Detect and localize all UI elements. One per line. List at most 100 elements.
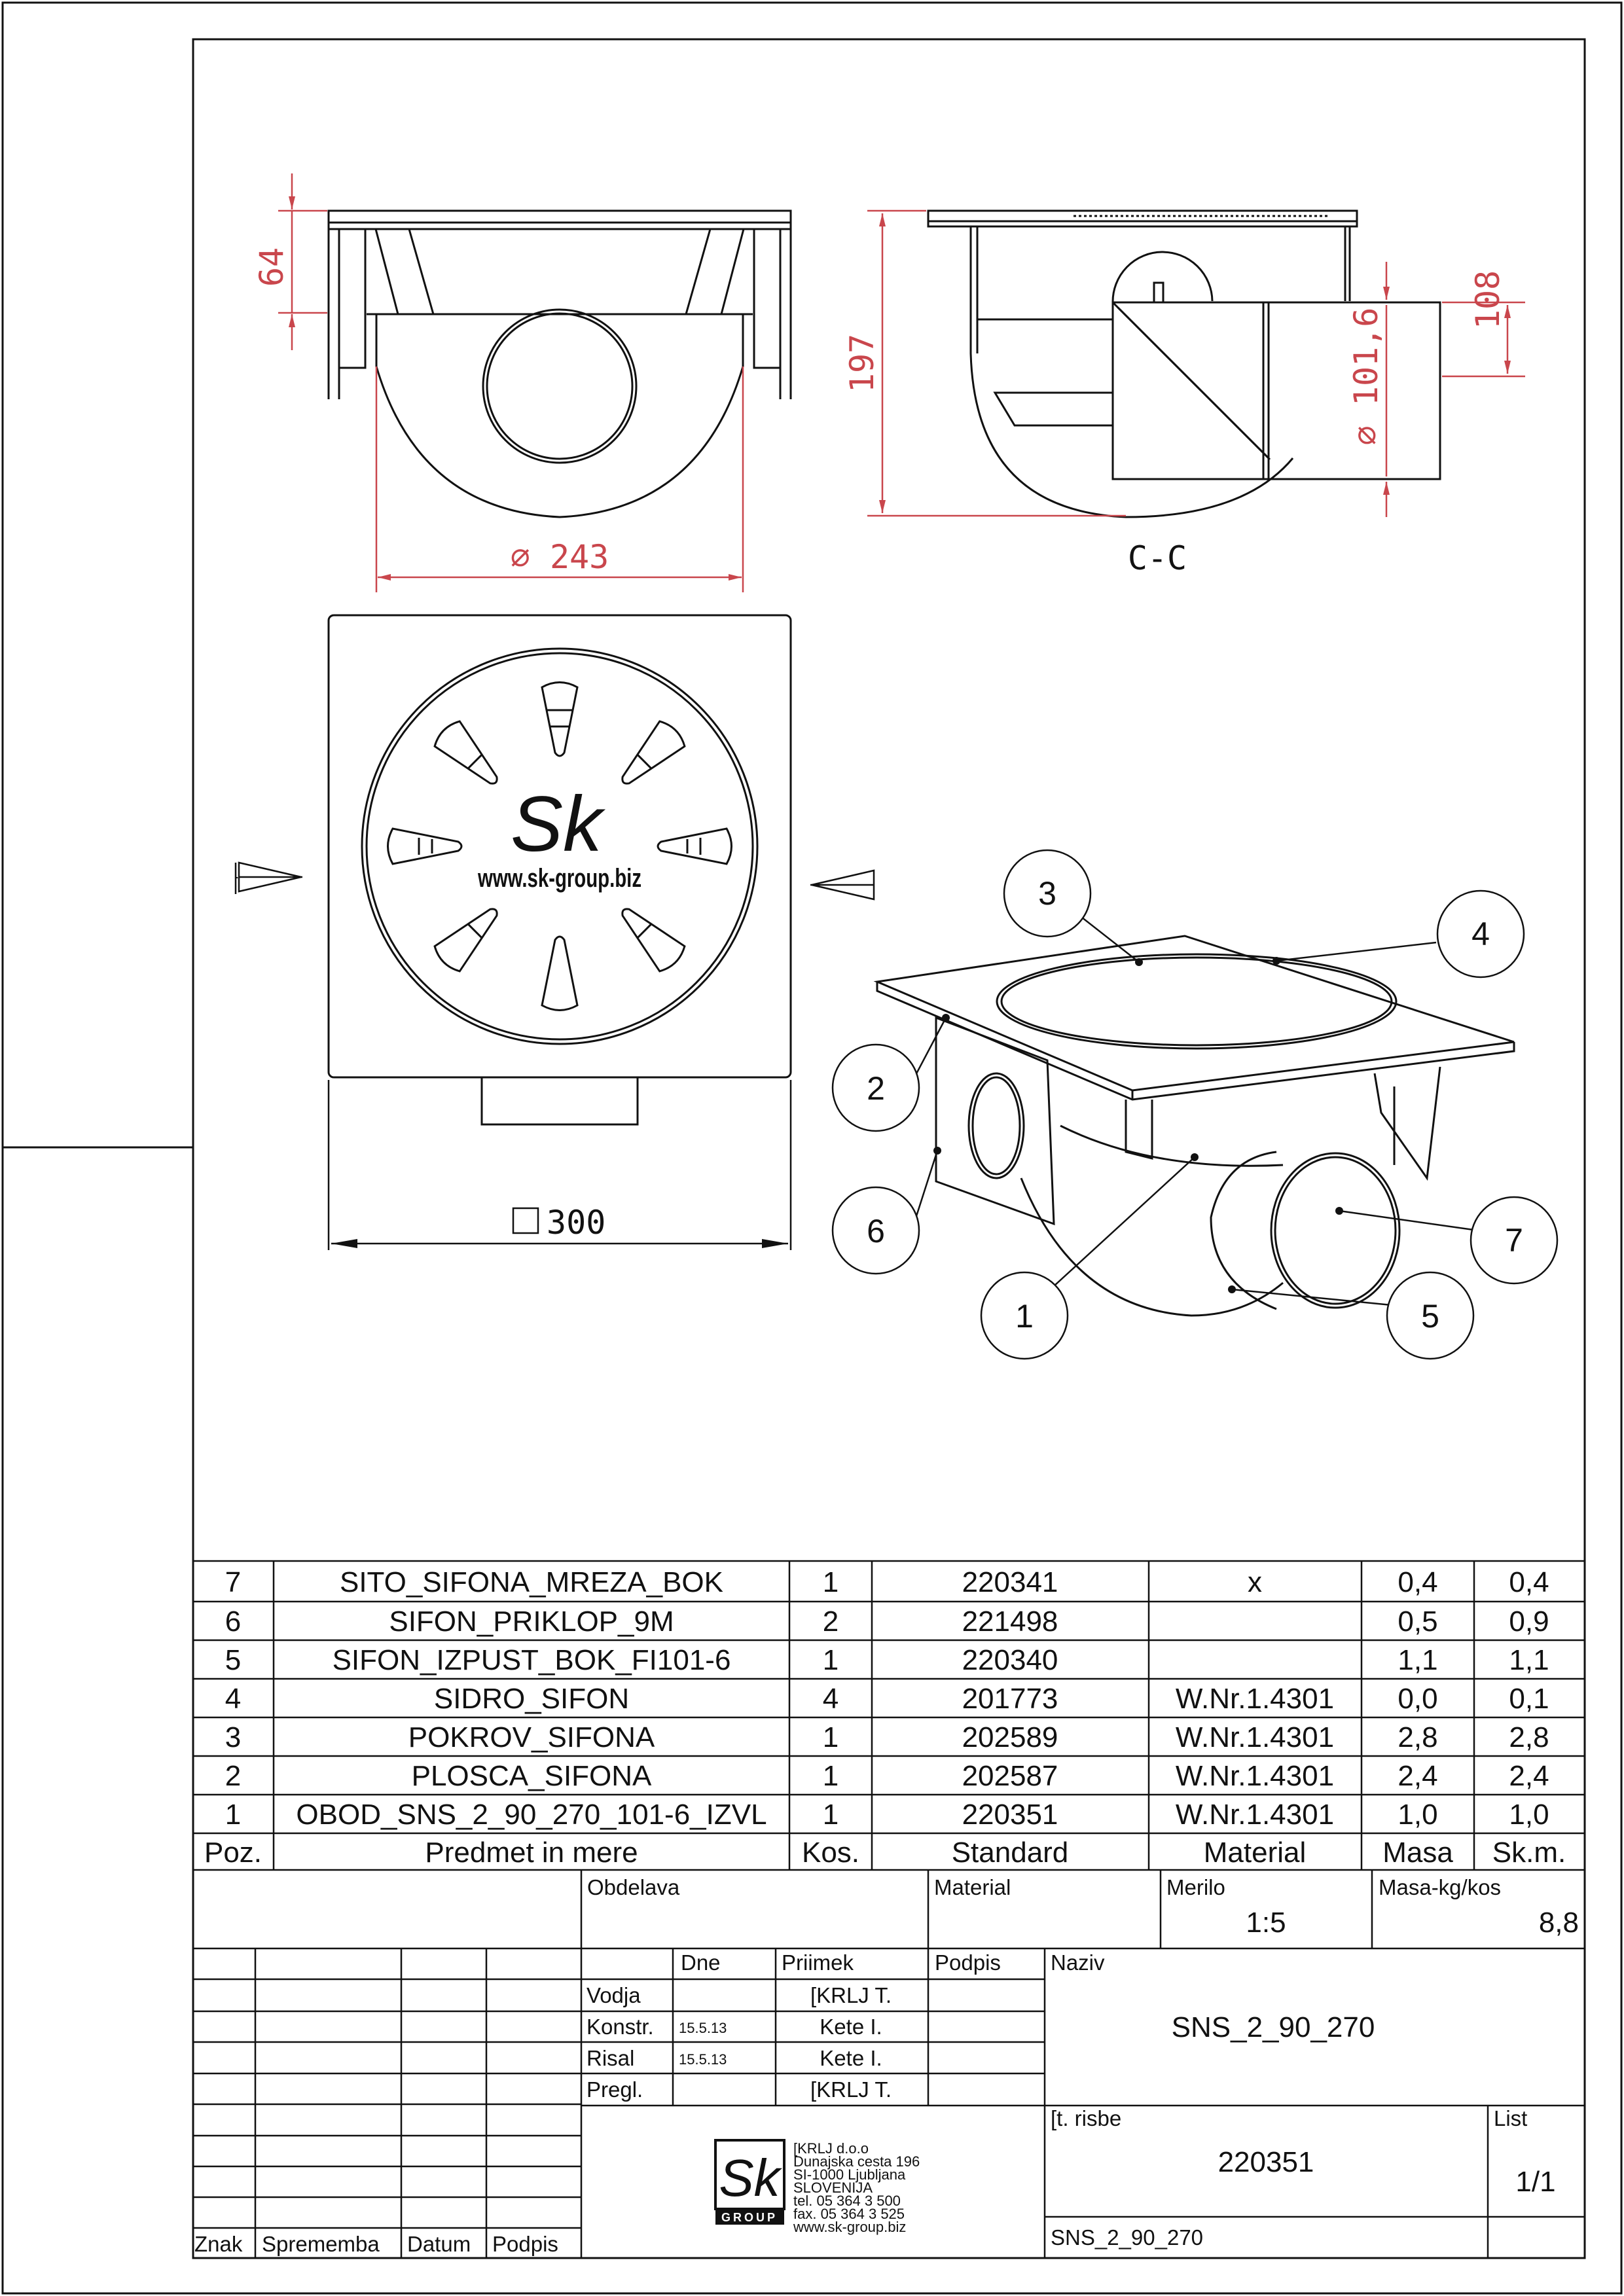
callout-1: 1 xyxy=(1015,1298,1034,1335)
row-6-mass: 0,5 xyxy=(1398,1605,1437,1638)
row-2-material: W.Nr.1.4301 xyxy=(1176,1760,1334,1792)
row-3-mass: 2,8 xyxy=(1398,1721,1437,1753)
row-3-name: POKROV_SIFONA xyxy=(408,1721,655,1753)
row-2-mass: 2,4 xyxy=(1398,1760,1437,1792)
row-3-qty: 1 xyxy=(823,1721,839,1753)
grate-slots xyxy=(387,681,732,1011)
sign-date-konstr: 15.5.13 xyxy=(679,2020,727,2036)
row-3-material: W.Nr.1.4301 xyxy=(1176,1721,1334,1753)
company-line-5: tel. 05 364 3 500 xyxy=(793,2193,901,2209)
parts-list-rows: 7 SITO_SIFONA_MREZA_BOK 1 220341 x 0,4 0… xyxy=(204,1566,1566,1869)
row-7-qty: 1 xyxy=(823,1566,839,1598)
row-1-name: OBOD_SNS_2_90_270_101-6_IZVL xyxy=(296,1799,767,1831)
sign-date-risal: 15.5.13 xyxy=(679,2051,727,2068)
row-4-name: SIDRO_SIFON xyxy=(434,1683,629,1715)
dimension-side-300: 300 xyxy=(547,1204,605,1242)
material-label: Material xyxy=(934,1875,1011,1899)
table-row: 3 POKROV_SIFONA 1 202589 W.Nr.1.4301 2,8… xyxy=(225,1721,1549,1753)
table-row: 4 SIDRO_SIFON 4 201773 W.Nr.1.4301 0,0 0… xyxy=(225,1683,1549,1715)
grate-url: www.sk-group.biz xyxy=(477,864,641,893)
row-2-pos: 2 xyxy=(225,1760,241,1792)
callout-3: 3 xyxy=(1038,875,1056,912)
row-3-total: 2,8 xyxy=(1509,1721,1549,1753)
row-7-name: SITO_SIFONA_MREZA_BOK xyxy=(340,1566,723,1598)
view-arrows xyxy=(234,861,875,901)
sign-role-vodja: Vodja xyxy=(586,1983,641,2007)
merilo-label: Merilo xyxy=(1166,1875,1225,1899)
square-symbol xyxy=(512,1207,539,1234)
row-6-standard: 221498 xyxy=(962,1605,1058,1638)
callout-4: 4 xyxy=(1471,916,1490,952)
isometric-view xyxy=(873,935,1515,1317)
col-podpis: Podpis xyxy=(935,1950,1001,1975)
section-label: C-C xyxy=(1128,539,1187,577)
sign-role-pregl: Pregl. xyxy=(586,2077,643,2102)
header-pos: Poz. xyxy=(204,1837,262,1869)
table-row: 1 OBOD_SNS_2_90_270_101-6_IZVL 1 220351 … xyxy=(225,1799,1549,1831)
dimension-diameter-243: ∅ 243 xyxy=(511,538,609,576)
risba-name: SNS_2_90_270 xyxy=(1051,2225,1203,2250)
callout-6: 6 xyxy=(867,1213,885,1249)
row-2-name: PLOSCA_SIFONA xyxy=(412,1760,652,1792)
masa-value: 8,8 xyxy=(1539,1907,1579,1939)
company-line-3: SI-1000 Ljubljana xyxy=(793,2166,906,2183)
header-name: Predmet in mere xyxy=(425,1837,638,1869)
row-7-pos: 7 xyxy=(225,1566,241,1598)
callout-5: 5 xyxy=(1421,1298,1439,1335)
row-4-total: 0,1 xyxy=(1509,1683,1549,1715)
dimension-height-108: 108 xyxy=(1469,270,1507,329)
rev-header-znak: Znak xyxy=(194,2232,243,2256)
row-4-qty: 4 xyxy=(823,1683,839,1715)
row-7-standard: 220341 xyxy=(962,1566,1058,1598)
section-view xyxy=(927,209,1441,518)
row-1-total: 1,0 xyxy=(1509,1799,1549,1831)
naziv-value: SNS_2_90_270 xyxy=(1172,2011,1375,2043)
dimension-diameter-101: ∅ 101,6 xyxy=(1347,308,1385,446)
section-view-dimensions xyxy=(867,209,1525,517)
sign-name-pregl: [KRLJ T. xyxy=(810,2077,892,2102)
row-4-standard: 201773 xyxy=(962,1683,1058,1715)
company-line-4: SLOVENIJA xyxy=(793,2179,873,2196)
header-qty: Kos. xyxy=(802,1837,859,1869)
front-view-dimensions xyxy=(278,173,744,592)
row-6-pos: 6 xyxy=(225,1605,241,1638)
list-label: List xyxy=(1494,2106,1527,2130)
header-mass: Masa xyxy=(1382,1837,1453,1869)
callout-bubbles xyxy=(831,849,1559,1360)
row-5-total: 1,1 xyxy=(1509,1644,1549,1676)
header-total: Sk.m. xyxy=(1492,1837,1566,1869)
company-logo-mark: Sk xyxy=(719,2149,782,2207)
sign-role-konstr: Konstr. xyxy=(586,2015,654,2039)
header-standard: Standard xyxy=(952,1837,1069,1869)
rev-header-sprememba: Sprememba xyxy=(262,2232,380,2256)
table-row: 2 PLOSCA_SIFONA 1 202587 W.Nr.1.4301 2,4… xyxy=(225,1760,1549,1792)
dimension-height-197: 197 xyxy=(843,334,881,393)
title-block-grid xyxy=(193,1870,1585,2258)
rev-header-podpis: Podpis xyxy=(492,2232,558,2256)
sign-name-risal: Kete I. xyxy=(820,2046,882,2070)
company-line-2: Dunajska cesta 196 xyxy=(793,2153,920,2170)
row-5-qty: 1 xyxy=(823,1644,839,1676)
row-1-pos: 1 xyxy=(225,1799,241,1831)
company-line-6: fax. 05 364 3 525 xyxy=(793,2206,905,2222)
row-3-standard: 202589 xyxy=(962,1721,1058,1753)
row-2-standard: 202587 xyxy=(962,1760,1058,1792)
title-block-text: Obdelava Material Merilo 1:5 Masa-kg/kos… xyxy=(194,1875,1579,2256)
sign-name-konstr: Kete I. xyxy=(820,2015,882,2039)
row-2-total: 2,4 xyxy=(1509,1760,1549,1792)
company-line-7: www.sk-group.biz xyxy=(793,2219,906,2235)
row-6-qty: 2 xyxy=(823,1605,839,1638)
dimension-height-64: 64 xyxy=(253,247,291,287)
masa-label: Masa-kg/kos xyxy=(1379,1875,1501,1899)
row-7-material: x xyxy=(1248,1566,1262,1598)
parts-list-grid xyxy=(192,1560,1586,1871)
company-logo-sub: GROUP xyxy=(721,2211,778,2224)
row-1-standard: 220351 xyxy=(962,1799,1058,1831)
row-4-pos: 4 xyxy=(225,1683,241,1715)
row-2-qty: 1 xyxy=(823,1760,839,1792)
row-6-name: SIFON_PRIKLOP_9M xyxy=(389,1605,674,1638)
company-line-1: [KRLJ d.o.o xyxy=(793,2140,869,2157)
top-view-dimensions xyxy=(327,1080,792,1250)
row-6-total: 0,9 xyxy=(1509,1605,1549,1638)
